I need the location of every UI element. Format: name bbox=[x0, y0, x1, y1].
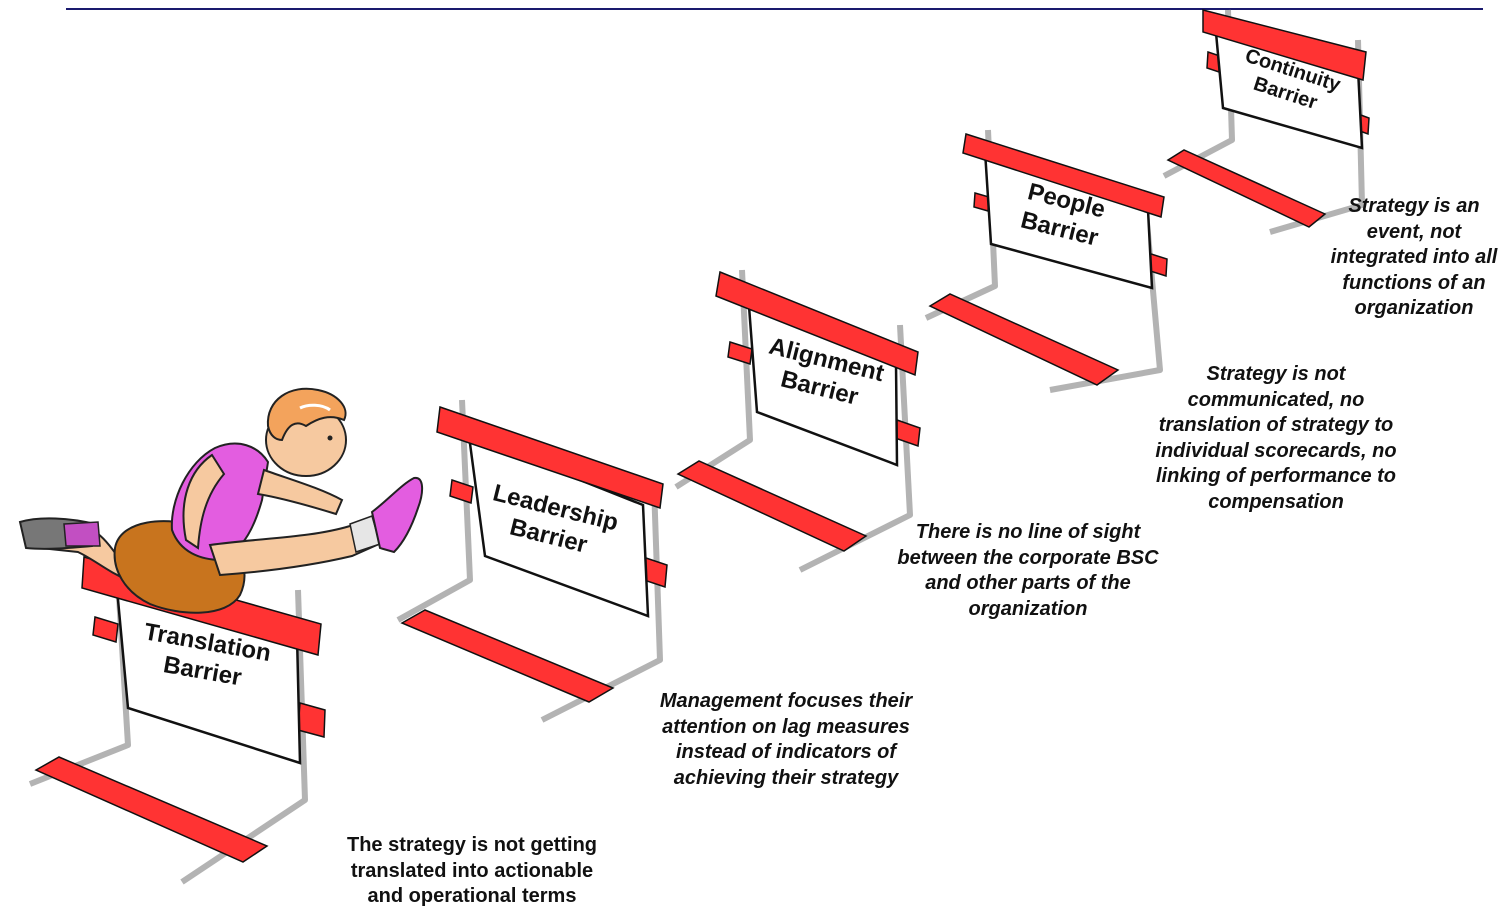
hurdle-leadership bbox=[396, 399, 668, 723]
runner-back-arm bbox=[182, 453, 226, 550]
hurdle-top-bar bbox=[715, 270, 919, 377]
description-alignment: There is no line of sight between the co… bbox=[897, 521, 1159, 620]
hurdle-top-bar bbox=[962, 133, 1165, 218]
hurdle-stub-right bbox=[894, 418, 921, 448]
description-continuity: Strategy is an event, not integrated int… bbox=[1330, 195, 1498, 319]
runner-lead-shoe bbox=[370, 476, 424, 554]
hurdle-top-bar bbox=[1202, 9, 1367, 81]
runner-eye bbox=[327, 435, 333, 441]
hurdle-people bbox=[924, 129, 1168, 393]
description-people: Strategy is not communicated, no transla… bbox=[1155, 363, 1397, 513]
hurdle-post-left bbox=[396, 399, 473, 623]
hurdle-alignment bbox=[674, 269, 921, 573]
runner-front-arm bbox=[256, 468, 344, 516]
hurdle-stub-left bbox=[727, 341, 753, 365]
hurdle-continuity bbox=[1162, 9, 1370, 235]
hurdle-stub-left bbox=[92, 616, 119, 643]
hurdle-foot bbox=[676, 460, 868, 552]
hurdle-post-left bbox=[28, 579, 131, 787]
hurdle-foot bbox=[400, 609, 615, 703]
runner-rear-sock bbox=[63, 521, 101, 547]
hurdle-foot bbox=[928, 293, 1120, 386]
description-translation: The strategy is not getting translated i… bbox=[346, 834, 598, 907]
runner-headband bbox=[299, 403, 331, 412]
description-leadership: Management focuses their attention on la… bbox=[659, 690, 913, 789]
hurdle-foot bbox=[1166, 149, 1327, 228]
hurdler-runner-icon bbox=[18, 387, 424, 614]
hurdle-post-right bbox=[540, 485, 663, 723]
hurdle-translation bbox=[28, 556, 326, 885]
hurdle-post-right bbox=[180, 589, 308, 885]
hurdle-stub-left bbox=[449, 478, 474, 505]
runner-hair bbox=[266, 387, 347, 442]
hurdle-post-right bbox=[798, 324, 913, 573]
hurdle-foot bbox=[34, 756, 269, 863]
hurdle-top-bar bbox=[436, 405, 664, 510]
